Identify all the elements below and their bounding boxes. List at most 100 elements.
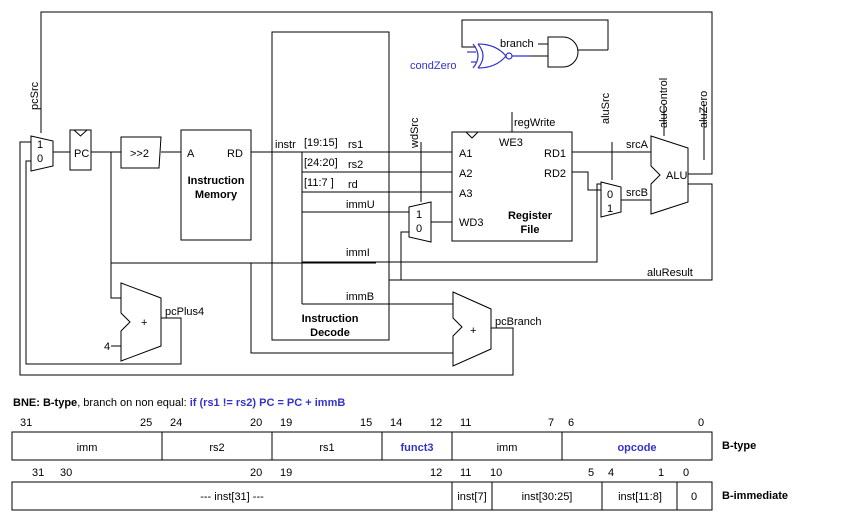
srca-label: srcA xyxy=(626,139,649,151)
bimm-bit-11: 11 xyxy=(460,467,471,479)
decode-wires xyxy=(251,151,453,354)
btype-bit-0: 0 xyxy=(698,417,704,429)
rf-title-1: Register xyxy=(508,210,553,222)
instruction-description: BNE: B-type, branch on non equal: if (rs… xyxy=(13,397,345,409)
btype-field-rs2: rs2 xyxy=(209,442,224,454)
wdsrc-mux: 1 0 xyxy=(408,201,432,243)
pcsrc-label: pcSrc xyxy=(29,81,41,110)
rf-a1: A1 xyxy=(459,148,472,160)
btype-bit-14: 14 xyxy=(390,417,402,429)
immb-label: immB xyxy=(346,291,374,303)
desc-name: BNE xyxy=(13,397,36,409)
pc-branch-adder: + xyxy=(452,291,492,367)
rs2-label: rs2 xyxy=(348,159,363,171)
aluzero-label: aluZero xyxy=(698,91,710,128)
alucontrol-label: aluControl xyxy=(658,78,670,128)
desc-expr: if (rs1 != rs2) PC = PC + immB xyxy=(190,397,346,409)
register-file: WE3 A1 A2 A3 WD3 RD1 RD2 Register File xyxy=(451,131,573,242)
instruction-decode: Instruction Decode xyxy=(271,31,390,341)
aluresult-label: aluResult xyxy=(647,267,693,279)
bimm-field-inst11-8: inst[11:8] xyxy=(618,491,662,503)
shift-block: >>2 xyxy=(120,136,162,169)
desc-text: , branch on non equal: xyxy=(77,397,190,409)
bimm-bit-19: 19 xyxy=(280,467,292,479)
field-19-15: [19:15] xyxy=(304,137,338,149)
xnor-gate xyxy=(467,43,530,69)
imem-rd-label: RD xyxy=(227,148,243,160)
pc-src-mux: 1 0 xyxy=(30,135,54,172)
btype-field-opcode: opcode xyxy=(617,442,656,454)
btype-bit-25: 25 xyxy=(140,417,152,429)
pcbranch-label: pcBranch xyxy=(495,316,541,328)
adder-plus4-symbol: + xyxy=(141,317,147,329)
btype-bit-19: 19 xyxy=(280,417,292,429)
btype-bit-20: 20 xyxy=(250,417,262,429)
bimm-bit-20: 20 xyxy=(250,467,262,479)
pcplus4-label: pcPlus4 xyxy=(165,306,204,318)
decode-title-1: Instruction xyxy=(302,313,359,325)
btype-field-funct3: funct3 xyxy=(401,442,434,454)
imem-a-label: A xyxy=(187,148,195,160)
btype-format-table: 31 25 24 20 19 15 14 12 11 7 6 0 imm rs2… xyxy=(11,417,756,461)
btype-bit-31: 31 xyxy=(20,417,32,429)
bimm-field-inst30-25: inst[30:25] xyxy=(522,491,573,503)
bimm-bit-1: 1 xyxy=(658,467,664,479)
immu-label: immU xyxy=(346,199,375,211)
btype-bit-11: 11 xyxy=(460,417,471,429)
btype-field-imm-high: imm xyxy=(77,442,98,454)
alu-mux-zero: 0 xyxy=(607,189,613,201)
bimm-bit-0: 0 xyxy=(683,467,689,479)
alusrc-label: aluSrc xyxy=(600,92,612,124)
field-11-7: [11:7 ] xyxy=(304,177,334,189)
rf-rd1: RD1 xyxy=(544,148,566,160)
pc-label: PC xyxy=(74,148,89,160)
bimm-bit-10: 10 xyxy=(490,467,502,479)
bimm-field-zero: 0 xyxy=(691,491,697,503)
bimm-bit-31: 31 xyxy=(32,467,44,479)
condzero-label: condZero xyxy=(410,60,456,72)
btype-bit-12: 12 xyxy=(430,417,442,429)
rf-we3: WE3 xyxy=(499,137,523,149)
immi-label: immI xyxy=(346,247,370,259)
rf-title-2: File xyxy=(521,224,540,236)
wdsrc-label: wdSrc xyxy=(409,117,421,149)
bimm-bit-5: 5 xyxy=(588,467,594,479)
btype-bit-15: 15 xyxy=(360,417,372,429)
pc-plus4-adder: + xyxy=(120,282,162,362)
instruction-memory: A RD Instruction Memory xyxy=(180,129,252,241)
shift-label: >>2 xyxy=(130,148,149,160)
bimm-bit-4: 4 xyxy=(608,467,614,479)
btype-field-rs1: rs1 xyxy=(319,442,334,454)
bimm-bit-12: 12 xyxy=(430,467,442,479)
btype-bit-7: 7 xyxy=(548,417,554,429)
regwrite-label: regWrite xyxy=(514,117,555,129)
const-four: 4 xyxy=(104,341,110,353)
btype-label: B-type xyxy=(722,440,756,452)
adder-branch-symbol: + xyxy=(470,325,476,337)
rf-rd2: RD2 xyxy=(544,168,566,180)
pc-register: PC xyxy=(69,129,92,171)
alu: ALU xyxy=(650,135,689,215)
wd-mux-one: 1 xyxy=(416,209,422,221)
bimm-bit-30: 30 xyxy=(60,467,72,479)
branch-label: branch xyxy=(500,38,534,50)
bimm-label: B-immediate xyxy=(722,490,788,502)
imem-title-1: Instruction xyxy=(188,175,245,187)
rf-a2: A2 xyxy=(459,168,472,180)
pc-mux-zero: 0 xyxy=(37,153,43,165)
rd-label: rd xyxy=(348,179,358,191)
alu-label: ALU xyxy=(666,170,687,182)
decode-title-2: Decode xyxy=(310,327,350,339)
btype-bit-6: 6 xyxy=(568,417,574,429)
srcb-label: srcB xyxy=(626,187,648,199)
imem-title-2: Memory xyxy=(195,189,238,201)
bimm-format-table: 31 30 20 19 12 11 10 5 4 1 0 --- inst[31… xyxy=(11,467,788,511)
rf-a3: A3 xyxy=(459,188,472,200)
btype-field-imm-low: imm xyxy=(497,442,518,454)
rs1-label: rs1 xyxy=(348,139,363,151)
alusrc-mux: 0 1 xyxy=(600,181,622,218)
bimm-field-inst7: inst[7] xyxy=(457,491,486,503)
and-gate xyxy=(530,36,579,68)
alu-mux-one: 1 xyxy=(607,203,613,215)
